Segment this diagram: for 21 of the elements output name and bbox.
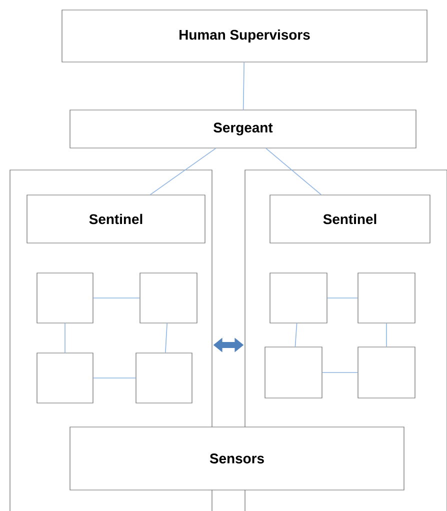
small-box: [140, 272, 198, 324]
connector-line: [150, 148, 216, 196]
labeled-box: Sergeant: [70, 110, 416, 148]
connector-line: [242, 62, 244, 110]
labeled-box: Sentinel: [270, 194, 430, 244]
small-box: [264, 346, 322, 398]
connector-line: [322, 372, 358, 373]
labeled-box: Sensors: [70, 426, 404, 490]
small-box: [270, 272, 328, 324]
small-box: [358, 272, 416, 324]
labeled-box: Human Supervisors: [62, 10, 428, 62]
connector-line: [165, 322, 168, 354]
connector-line: [64, 322, 66, 354]
small-box: [136, 352, 192, 404]
connector-line: [386, 322, 387, 348]
small-box: [36, 352, 94, 404]
labeled-box: Sentinel: [26, 194, 206, 244]
small-box: [358, 346, 416, 398]
connector-line: [294, 322, 298, 348]
small-box: [36, 272, 94, 324]
connector-line: [266, 148, 322, 196]
